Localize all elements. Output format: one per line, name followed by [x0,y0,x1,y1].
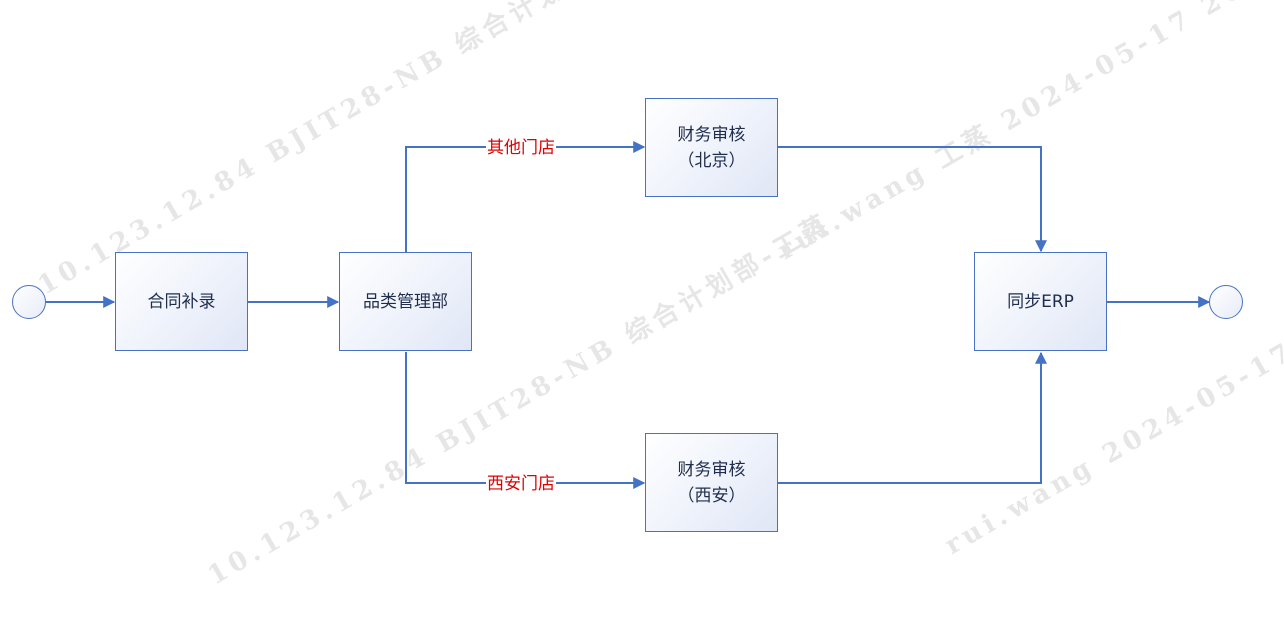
finance-review-beijing-node[interactable]: 财务审核 （北京） [645,98,778,197]
finance-review-beijing-title: 财务审核 [677,124,746,145]
branch-label-xian-stores: 西安门店 [486,473,556,495]
edge-xian-to-erp [778,351,1047,484]
edge-category-to-beijing [405,141,646,252]
finance-review-xian-node[interactable]: 财务审核 （西安） [645,433,778,532]
category-dept-node[interactable]: 品类管理部 [339,252,472,351]
start-event-circle[interactable] [12,285,46,319]
category-dept-label: 品类管理部 [363,291,448,312]
finance-review-xian-title: 财务审核 [677,459,746,480]
branch-label-other-stores: 其他门店 [486,137,556,159]
contract-entry-label: 合同补录 [147,291,216,312]
finance-review-xian-location: （西安） [677,485,746,506]
sync-erp-label: 同步ERP [1007,291,1074,312]
edge-beijing-to-erp [778,146,1047,253]
finance-review-beijing-location: （北京） [677,150,746,171]
contract-entry-node[interactable]: 合同补录 [115,252,248,351]
end-event-circle[interactable] [1209,285,1243,319]
edge-category-to-xian [405,352,646,489]
sync-erp-node[interactable]: 同步ERP [974,252,1107,351]
